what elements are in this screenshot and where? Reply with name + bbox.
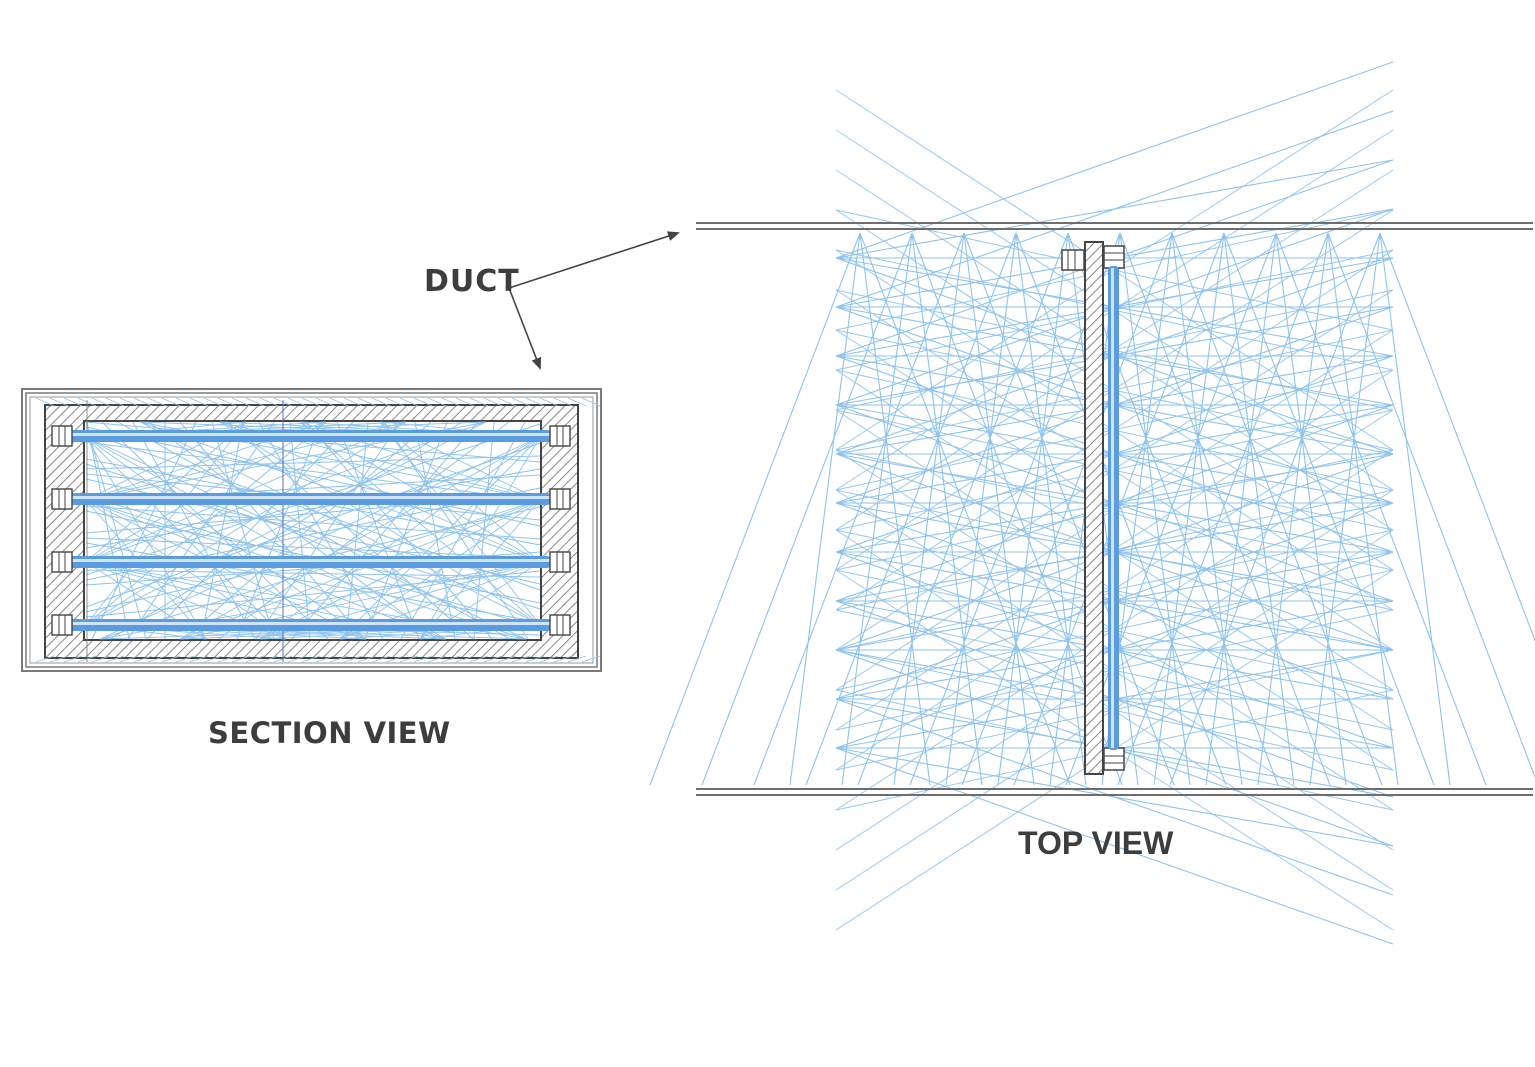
section-uv-lamp [51,614,571,636]
top-lamp-socket-lower [1103,747,1125,771]
section-lamp-group [51,425,571,636]
section-uv-lamp [51,488,571,510]
top-duct-wall-upper [696,222,1533,230]
section-lamp-socket [549,551,571,573]
section-centerline [86,400,284,662]
top-uv-lamp [1108,266,1119,750]
duct-leader [508,231,680,370]
section-uv-lamp [51,425,571,447]
top-duct-wall-lower [696,788,1533,796]
section-duct-outline [21,388,602,672]
top-view-title: TOP VIEW [1018,825,1174,861]
section-lamp-socket [51,614,73,636]
duct-label: DUCT [424,264,520,299]
section-lamp-socket [549,614,571,636]
section-lamp-socket [51,425,73,447]
section-lamp-socket [51,488,73,510]
top-view [649,61,1535,945]
section-lamp-socket [549,425,571,447]
section-lamp-socket [51,551,73,573]
duct-arrow-to-section-view [508,287,542,370]
section-view [21,388,602,672]
top-lamp-socket-upper [1061,245,1125,271]
top-housing-plate [1084,241,1104,775]
section-view-title: SECTION VIEW [208,716,451,750]
duct-arrow-to-top-view [508,231,680,289]
section-lamp-socket [549,488,571,510]
section-uv-lamp [51,551,571,573]
